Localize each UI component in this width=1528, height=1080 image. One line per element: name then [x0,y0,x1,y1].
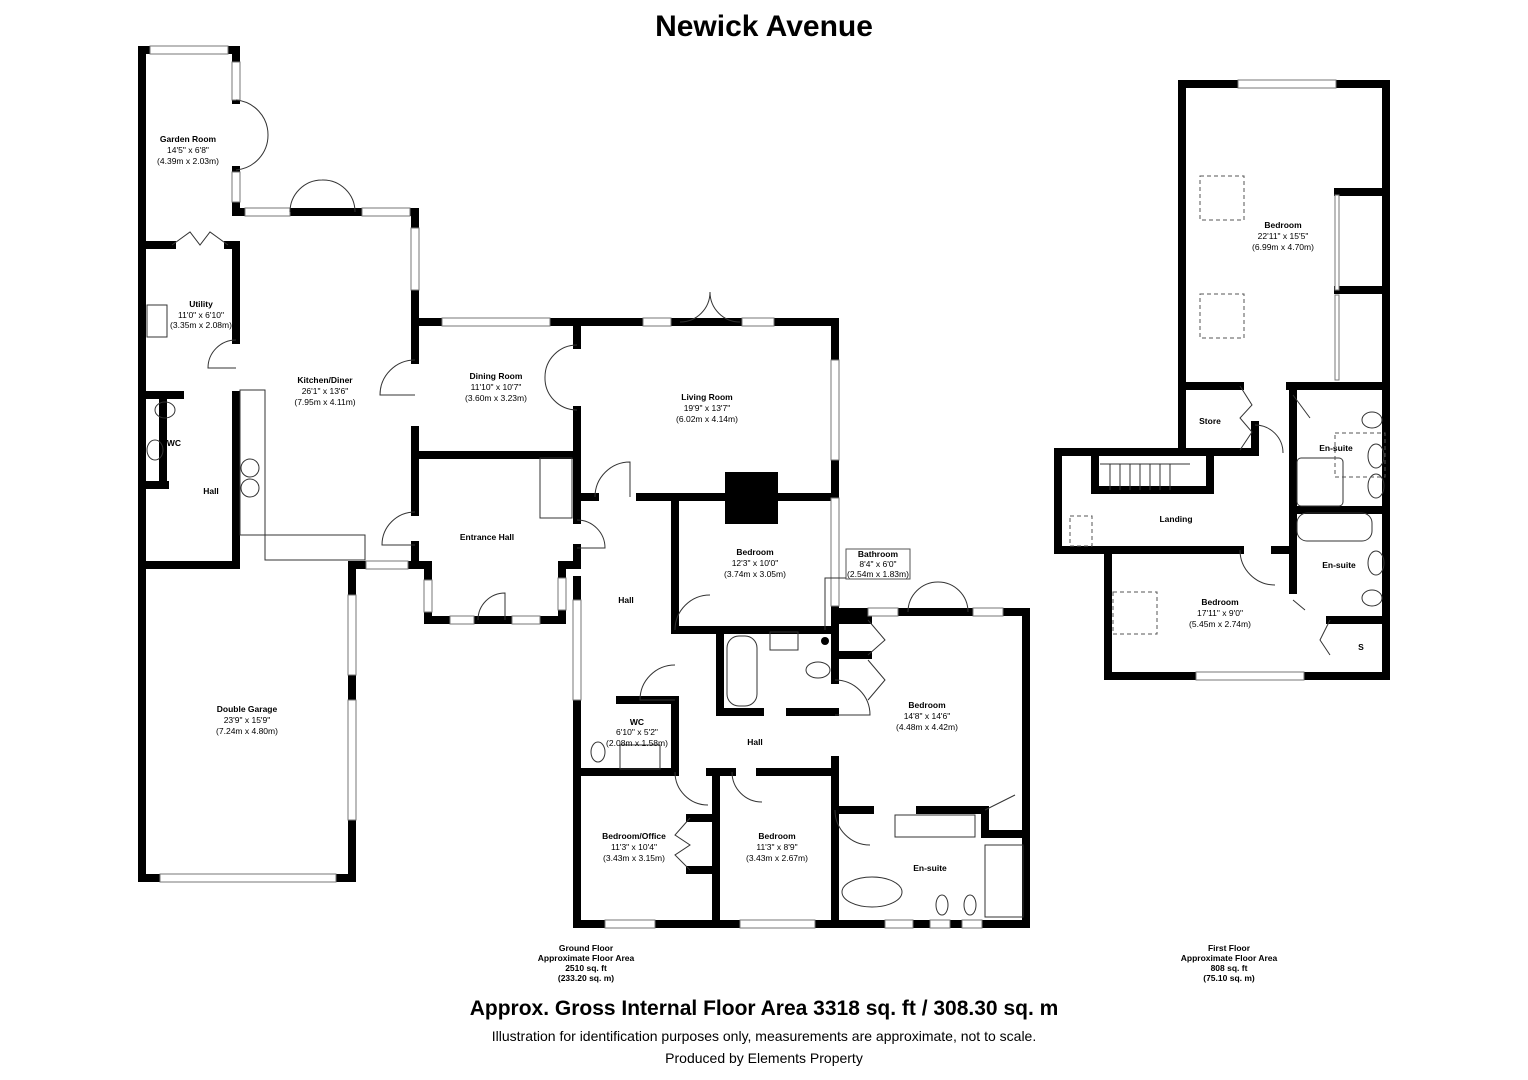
room-dims-metric: (3.43m x 2.67m) [746,853,808,863]
room-dims-imperial: 22'11" x 15'5" [1258,231,1309,241]
room-label-en-suite: En-suite [1319,443,1353,453]
floor-name: First Floor [1207,943,1251,953]
room-name: WC [630,717,644,727]
room-label-living: Living Room 19'9" x 13'7" (6.02m x 4.14m… [676,392,738,424]
disclaimer: Illustration for identification purposes… [491,1028,1037,1044]
floor-name: Ground Floor [558,943,614,953]
floor-area-label: Approximate Floor Area [537,953,635,963]
room-label-garden-room: Garden Room 14'5" x 6'8" (4.39m x 2.03m) [157,134,219,166]
room-name: Bedroom [1201,597,1239,607]
plan-title: Newick Avenue [655,10,873,43]
room-dims-metric: (3.74m x 3.05m) [724,569,786,579]
room-dims-metric: (4.48m x 4.42m) [896,722,958,732]
room-dims-metric: (2.08m x 1.58m) [606,738,668,748]
room-label-bedroom: Bedroom 17'11" x 9'0" (5.45m x 2.74m) [1189,597,1251,629]
room-dims-imperial: 6'10" x 5'2" [616,727,658,737]
fixtures [146,304,1024,918]
first-floor-walls [1054,79,1390,681]
room-label-double-garage: Double Garage 23'9" x 15'9" (7.24m x 4.8… [216,704,278,736]
floor-area-sqft: 2510 sq. ft [565,963,607,973]
room-label-en-suite: En-suite [913,863,947,873]
room-label-wc: WC [167,438,181,448]
room-label-hall: Hall [747,737,763,747]
room-dims-imperial: 14'5" x 6'8" [167,145,209,155]
room-dims-metric: (5.45m x 2.74m) [1189,619,1251,629]
room-dims-metric: (3.35m x 2.08m) [170,320,232,330]
room-dims-imperial: 23'9" x 15'9" [224,715,271,725]
room-label-bathroom: Bathroom 8'4" x 6'0" (2.54m x 1.83m) [847,549,909,579]
floor-area-label: Approximate Floor Area [1180,953,1278,963]
first-floor-area: First Floor Approximate Floor Area 808 s… [1149,943,1309,983]
room-label-kitchen: Kitchen/Diner 26'1" x 13'6" (7.95m x 4.1… [294,375,355,407]
room-label-bedroom: Bedroom 11'3" x 8'9" (3.43m x 2.67m) [746,831,808,863]
ground-floor-area: Ground Floor Approximate Floor Area 2510… [506,943,666,983]
floor-area-sqft: 808 sq. ft [1210,963,1248,973]
room-dims-imperial: 17'11" x 9'0" [1197,608,1243,618]
room-name: Garden Room [160,134,217,144]
room-dims-imperial: 26'1" x 13'6" [302,386,349,396]
room-label-bedroom: Bedroom 12'3" x 10'0" (3.74m x 3.05m) [724,547,786,579]
room-dims-metric: (6.99m x 4.70m) [1252,242,1314,252]
room-dims-imperial: 11'10" x 10'7" [471,382,522,392]
first-floor-fixtures [1069,175,1386,656]
room-dims-imperial: 14'8" x 14'6" [904,711,951,721]
room-name: Bathroom [858,549,899,559]
room-label-bedroom-office: Bedroom/Office 11'3" x 10'4" (3.43m x 3.… [602,831,666,863]
room-name: Bedroom/Office [602,831,666,841]
room-label-hall: Hall [618,595,634,605]
room-name: Kitchen/Diner [297,375,353,385]
room-dims-metric: (3.43m x 3.15m) [603,853,665,863]
room-name: Utility [189,299,213,309]
floor-area-sqm: (75.10 sq. m) [1203,973,1255,983]
room-name: Living Room [681,392,733,402]
producer-credit: Produced by Elements Property [665,1050,863,1066]
windows [149,45,1004,929]
room-label-store: Store [1199,416,1221,426]
room-label-landing: Landing [1159,514,1192,524]
room-dims-imperial: 11'3" x 10'4" [611,842,657,852]
room-label-wc: WC 6'10" x 5'2" (2.08m x 1.58m) [606,717,668,748]
bathroom-label-box [845,548,911,580]
gross-internal-area: Approx. Gross Internal Floor Area 3318 s… [469,997,1059,1020]
room-dims-imperial: 11'0" x 6'10" [178,310,224,320]
room-dims-metric: (2.54m x 1.83m) [847,569,909,579]
room-label-s: S [1358,642,1364,652]
room-name: Dining Room [470,371,523,381]
room-dims-imperial: 12'3" x 10'0" [732,558,779,568]
ground-floor-walls [138,46,1030,928]
room-dims-imperial: 8'4" x 6'0" [859,559,896,569]
room-name: Bedroom [758,831,796,841]
room-label-bedroom: Bedroom 14'8" x 14'6" (4.48m x 4.42m) [896,700,958,732]
room-dims-metric: (7.95m x 4.11m) [294,397,355,407]
room-dims-metric: (3.60m x 3.23m) [465,393,527,403]
room-name: Bedroom [908,700,946,710]
room-label-utility: Utility 11'0" x 6'10" (3.35m x 2.08m) [170,299,232,330]
room-label-entrance-hall: Entrance Hall [460,532,514,542]
floor-area-sqm: (233.20 sq. m) [557,973,615,983]
room-dims-metric: (7.24m x 4.80m) [216,726,278,736]
room-name: Double Garage [217,704,278,714]
doors [171,99,1016,871]
room-dims-metric: (6.02m x 4.14m) [676,414,738,424]
room-dims-imperial: 19'9" x 13'7" [684,403,731,413]
room-dims-imperial: 11'3" x 8'9" [756,842,797,852]
room-label-dining: Dining Room 11'10" x 10'7" (3.60m x 3.23… [465,371,527,403]
room-name: Bedroom [1264,220,1302,230]
fireplace [725,472,778,524]
room-label-hall: Hall [203,486,219,496]
room-dims-metric: (4.39m x 2.03m) [157,156,219,166]
room-name: Bedroom [736,547,774,557]
room-label-bedroom: Bedroom 22'11" x 15'5" (6.99m x 4.70m) [1252,220,1314,252]
room-label-en-suite: En-suite [1322,560,1356,570]
